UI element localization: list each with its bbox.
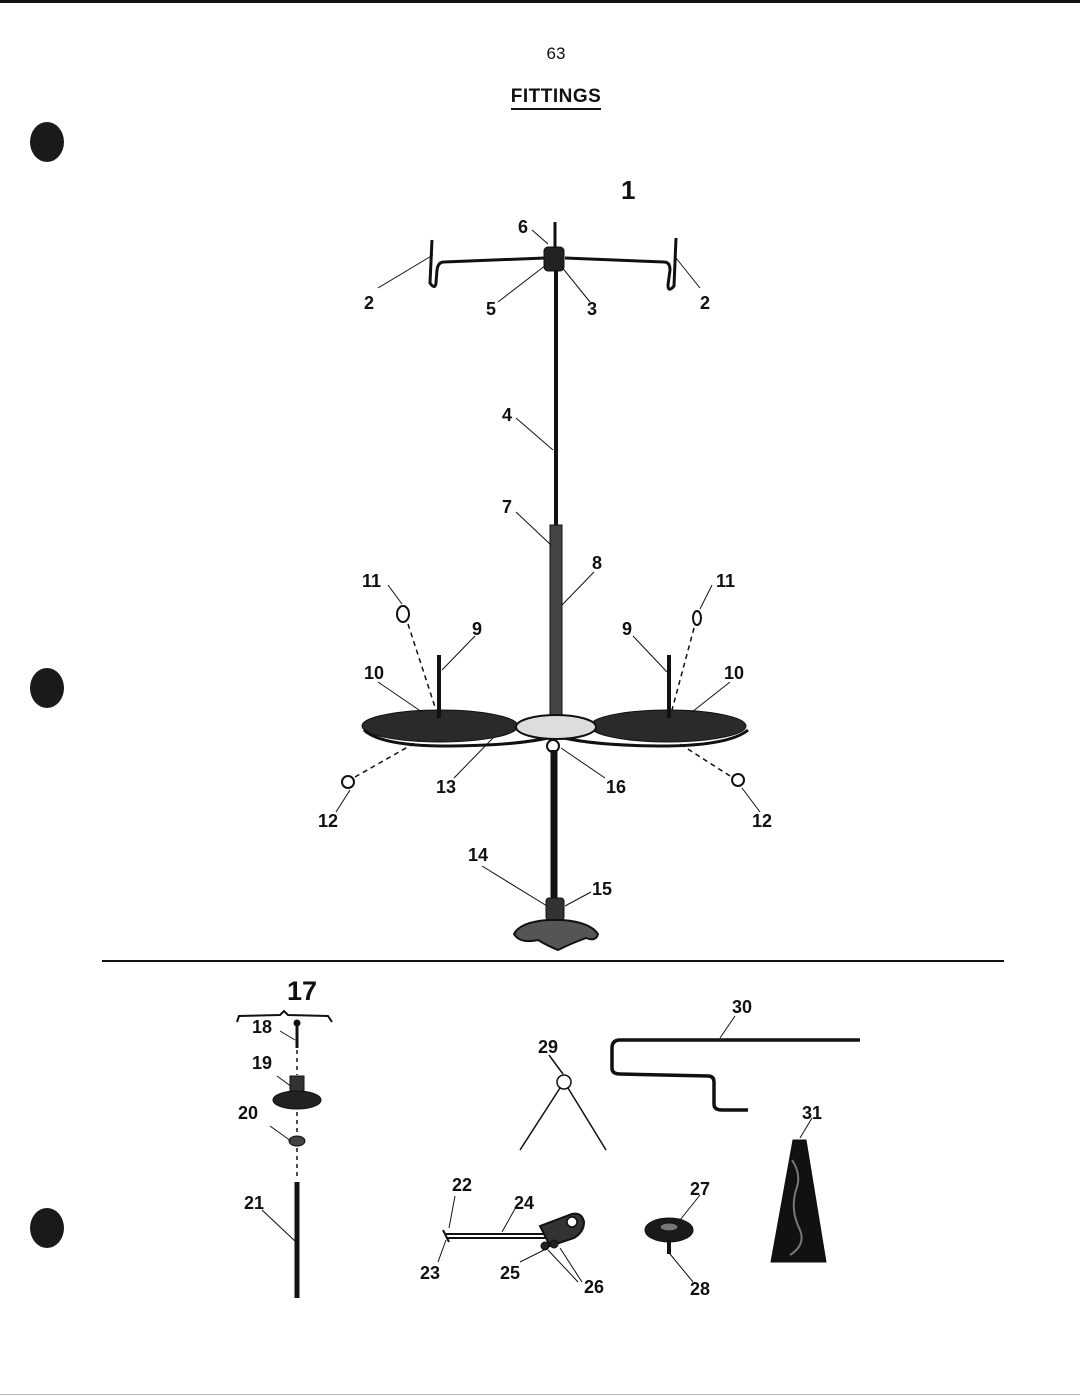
lower-tube xyxy=(549,524,563,721)
callout-10-right: 10 xyxy=(724,663,745,683)
figure-number-accessories: 17 xyxy=(287,976,318,1006)
callout-20: 20 xyxy=(238,1103,259,1123)
callout-11-right: 11 xyxy=(716,571,736,591)
callout-18: 18 xyxy=(252,1017,273,1037)
section-divider xyxy=(102,960,1004,962)
thread-guide-29 xyxy=(519,1054,607,1151)
figure-number-main: 1 xyxy=(621,175,636,205)
eyelet-left xyxy=(396,605,410,623)
callout-2-left: 2 xyxy=(364,293,375,313)
eyelet-right xyxy=(692,610,702,626)
callout-4: 4 xyxy=(502,405,513,425)
binder-hole-middle xyxy=(30,668,64,708)
top-scan-border xyxy=(0,0,1080,3)
callout-10-left: 10 xyxy=(364,663,385,683)
callout-26: 26 xyxy=(584,1277,605,1297)
nut-right xyxy=(731,773,745,787)
callout-28: 28 xyxy=(690,1279,711,1299)
thread-guide-arm-left xyxy=(428,239,546,288)
thread-stand-assembly xyxy=(341,222,749,952)
callout-12-right: 12 xyxy=(752,811,773,831)
callout-24: 24 xyxy=(514,1193,535,1213)
binder-hole-bottom xyxy=(30,1208,64,1248)
callout-8: 8 xyxy=(592,553,603,573)
callout-13: 13 xyxy=(436,777,457,797)
bottom-scan-border xyxy=(0,1394,1080,1395)
callout-6: 6 xyxy=(518,217,529,237)
callout-9-right: 9 xyxy=(622,619,633,639)
spool-holder-27-28 xyxy=(644,1194,701,1283)
callout-31: 31 xyxy=(802,1103,823,1123)
callout-5: 5 xyxy=(486,299,497,319)
callout-3: 3 xyxy=(587,299,598,319)
base-collar xyxy=(545,897,565,921)
page-number: 63 xyxy=(546,44,566,63)
center-hub-plate xyxy=(515,714,597,740)
callout-23: 23 xyxy=(420,1263,441,1283)
binder-hole-top xyxy=(30,122,64,162)
base-plate xyxy=(512,919,600,952)
disc-19 xyxy=(272,1090,322,1110)
callout-30: 30 xyxy=(732,997,753,1017)
leader-lines xyxy=(335,229,761,907)
thread-guide-arm-right xyxy=(564,237,678,291)
callout-7: 7 xyxy=(502,497,513,517)
page-title: FITTINGS xyxy=(0,86,1080,110)
callout-12-left: 12 xyxy=(318,811,339,831)
callout-15: 15 xyxy=(592,879,613,899)
callout-11-left: 11 xyxy=(362,571,382,591)
wire-arm-30 xyxy=(610,1015,860,1112)
callout-27: 27 xyxy=(690,1179,711,1199)
page-title-text: FITTINGS xyxy=(510,86,602,110)
callout-2-right: 2 xyxy=(700,293,711,313)
callout-22: 22 xyxy=(452,1175,473,1195)
top-hub xyxy=(543,246,565,272)
callout-19: 19 xyxy=(252,1053,273,1073)
bracket-17 xyxy=(236,1009,333,1023)
nut-left xyxy=(341,775,355,789)
callout-16: 16 xyxy=(606,777,627,797)
callout-14: 14 xyxy=(468,845,489,865)
callout-21: 21 xyxy=(244,1193,265,1213)
callout-29: 29 xyxy=(538,1037,559,1057)
accessory-17 xyxy=(236,1009,333,1298)
spindle-assembly-22-26 xyxy=(437,1195,586,1283)
thread-cone-31 xyxy=(770,1117,827,1263)
callout-25: 25 xyxy=(500,1263,521,1283)
callout-9-left: 9 xyxy=(472,619,483,639)
washer-20 xyxy=(288,1135,306,1147)
